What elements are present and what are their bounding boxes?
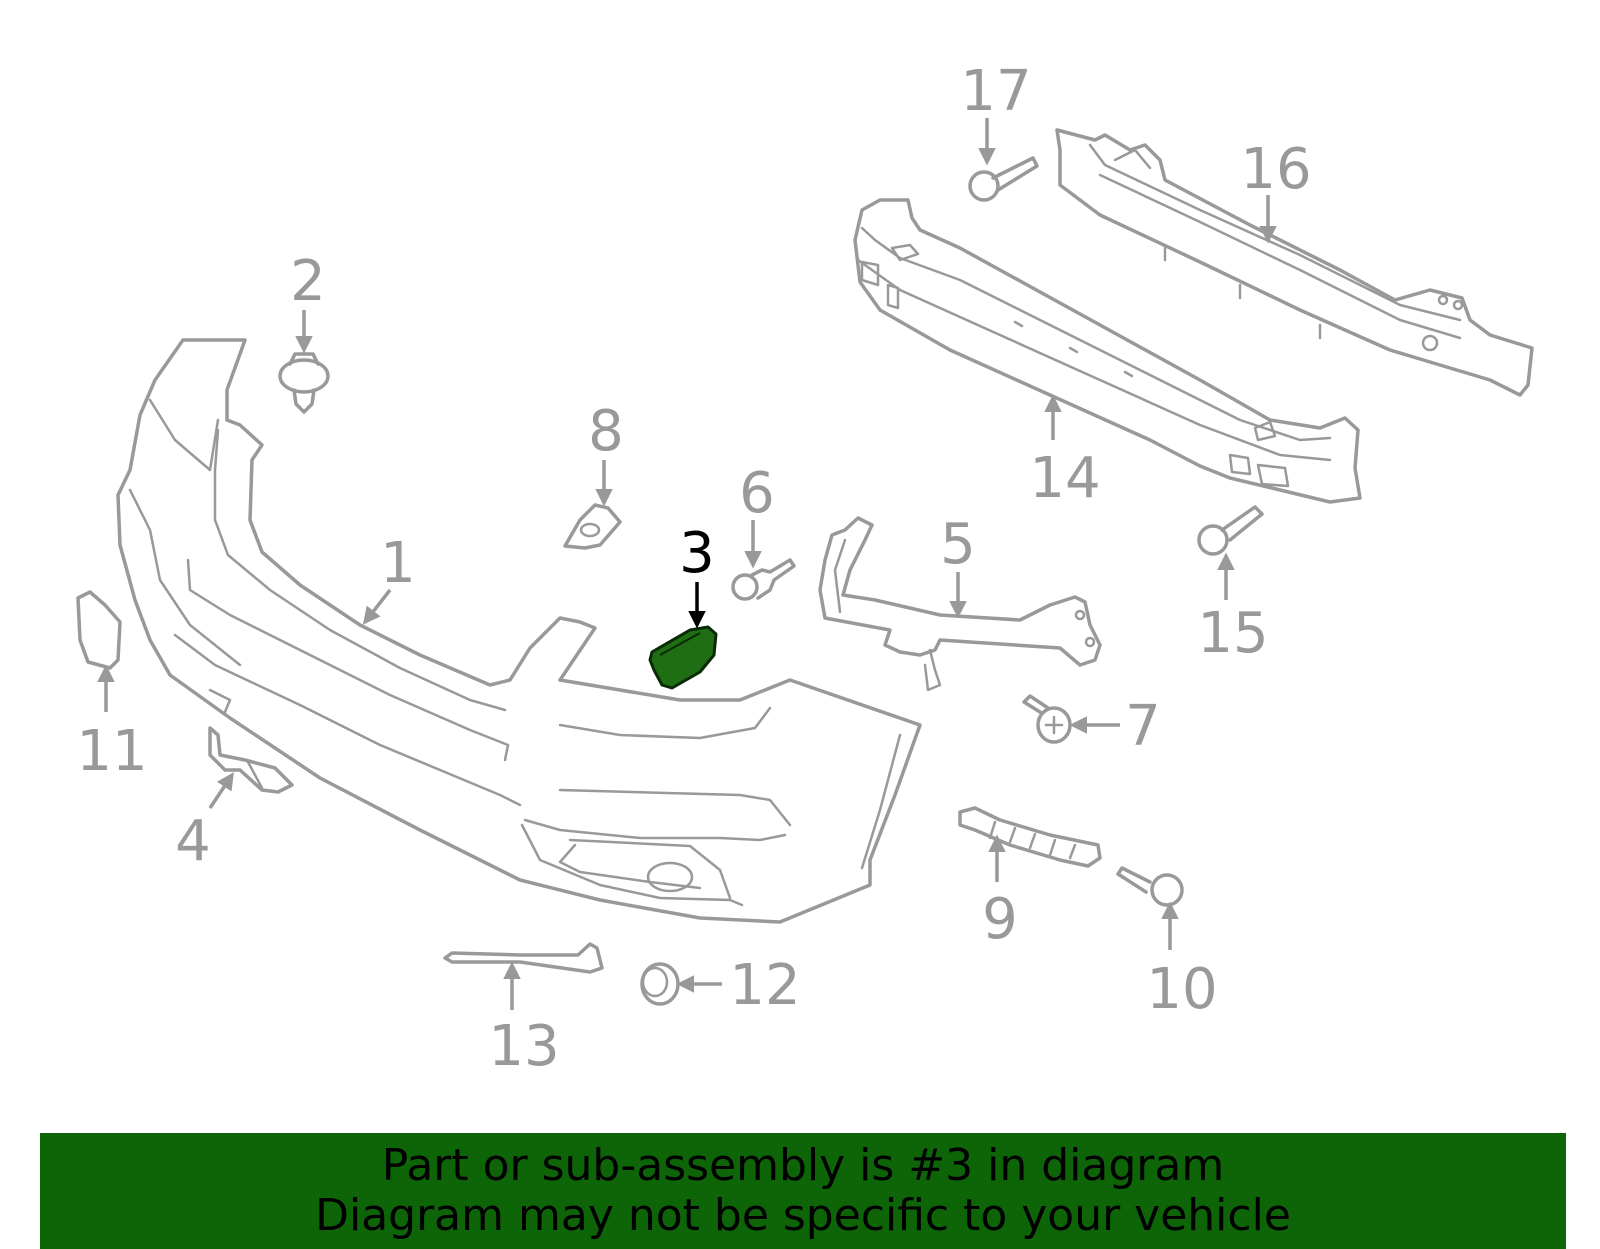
callout-leaders (97, 118, 1277, 1010)
callout-16[interactable]: 16 (1240, 137, 1311, 202)
part-11-cap[interactable] (76, 590, 122, 670)
part-12-grommet[interactable] (640, 962, 680, 1006)
callout-4[interactable]: 4 (175, 809, 211, 874)
part-16-absorber[interactable] (1055, 128, 1534, 397)
callout-10[interactable]: 10 (1146, 957, 1217, 1022)
callout-14[interactable]: 14 (1029, 446, 1100, 511)
part-15-bolt[interactable] (1197, 505, 1264, 556)
callout-labels: 1 2 3 4 5 6 7 8 9 10 11 12 13 14 15 16 1… (76, 59, 1311, 1079)
info-banner: Part or sub-assembly is #3 in diagram Di… (40, 1133, 1566, 1249)
leader-4 (208, 772, 234, 809)
part-5-side-bracket[interactable] (818, 516, 1102, 692)
part-9-guide-bracket[interactable] (958, 806, 1102, 868)
callout-8[interactable]: 8 (588, 399, 624, 464)
callout-1[interactable]: 1 (380, 531, 416, 596)
part-7-clip[interactable] (1022, 694, 1072, 744)
part-8-small-bracket[interactable] (563, 503, 622, 550)
banner-line-disclaimer: Diagram may not be specific to your vehi… (315, 1190, 1291, 1241)
callout-11[interactable]: 11 (76, 719, 147, 784)
callout-5[interactable]: 5 (940, 512, 976, 577)
callout-15[interactable]: 15 (1197, 601, 1268, 666)
part-1-bumper-cover[interactable] (116, 338, 922, 924)
part-10-screw[interactable] (1116, 866, 1184, 907)
callout-6[interactable]: 6 (739, 461, 775, 526)
part-6-bolt[interactable] (731, 558, 796, 601)
part-13-molding[interactable] (443, 942, 604, 974)
part-17-bolt[interactable] (968, 156, 1039, 202)
callout-7[interactable]: 7 (1125, 694, 1161, 759)
leader-1 (362, 588, 392, 625)
part-3-bracket-highlighted[interactable] (648, 625, 718, 690)
callout-17[interactable]: 17 (960, 59, 1031, 124)
part-14-reinforcement-bar[interactable] (853, 198, 1362, 504)
part-2-push-clip[interactable] (278, 352, 330, 414)
callout-13[interactable]: 13 (488, 1014, 559, 1079)
part-4-bracket[interactable] (208, 726, 294, 794)
callout-9[interactable]: 9 (982, 887, 1018, 952)
callout-2[interactable]: 2 (290, 249, 326, 314)
banner-line-part-number: Part or sub-assembly is #3 in diagram (381, 1140, 1225, 1191)
callout-12[interactable]: 12 (729, 953, 800, 1018)
callout-3[interactable]: 3 (679, 521, 715, 586)
